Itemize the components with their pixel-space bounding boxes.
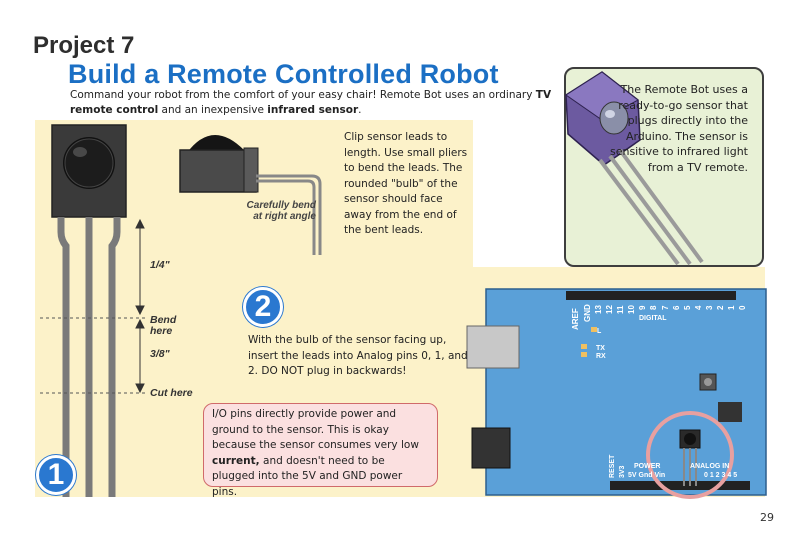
intro-text: Command your robot from the comfort of y… bbox=[70, 88, 560, 118]
label-pin8: 8 bbox=[649, 305, 658, 310]
intro-text-1: Command your robot from the comfort of y… bbox=[70, 89, 536, 101]
label-led-rx: RX bbox=[596, 353, 606, 360]
step-1-badge: 1 bbox=[36, 455, 76, 495]
label-pin1: 1 bbox=[727, 305, 736, 310]
bend-note: Carefully bend at right angle bbox=[246, 200, 316, 222]
arduino-board: AREF GND 13 12 11 10 9 8 7 6 5 4 3 2 1 0… bbox=[466, 288, 767, 499]
label-pin11: 11 bbox=[616, 305, 625, 314]
label-digital: DIGITAL bbox=[639, 315, 667, 322]
label-pin12: 12 bbox=[605, 305, 614, 314]
label-reset: RESET bbox=[609, 454, 616, 478]
label-gnd: GND bbox=[583, 304, 592, 322]
dimension-quarter-inch: 1/4" bbox=[150, 259, 170, 271]
dimension-markers bbox=[40, 218, 148, 394]
intro-bold-remote: TV remote control bbox=[70, 89, 552, 116]
sensor-side-illustration bbox=[179, 134, 322, 255]
clip-note: Clip sensor leads to length. Use small p… bbox=[344, 131, 468, 236]
sensor-3d-illustration bbox=[565, 71, 704, 266]
label-pin2: 2 bbox=[716, 305, 725, 310]
label-pin4: 4 bbox=[694, 305, 703, 310]
label-power-pins: 5V Gnd Vin bbox=[628, 472, 665, 479]
label-pin5: 5 bbox=[683, 305, 692, 310]
io-note-text-2: and doesn't need to be plugged into the … bbox=[212, 454, 403, 498]
dimension-cut-here: Cut here bbox=[150, 387, 193, 399]
dimension-bend-here: Bend here bbox=[150, 314, 177, 337]
label-aref: AREF bbox=[571, 308, 580, 330]
intro-bold-sensor: infrared sensor bbox=[267, 104, 359, 116]
project-label: Project 7 bbox=[33, 32, 135, 59]
label-analog-in: ANALOG IN bbox=[690, 463, 729, 470]
label-pin10: 10 bbox=[627, 305, 636, 314]
insert-note: With the bulb of the sensor facing up, i… bbox=[248, 334, 468, 377]
label-pin0: 0 bbox=[738, 305, 747, 310]
label-led-tx: TX bbox=[596, 345, 605, 352]
io-note-text-1: I/O pins directly provide power and grou… bbox=[212, 408, 419, 451]
label-3v3: 3V3 bbox=[619, 465, 626, 478]
page-number: 29 bbox=[760, 511, 774, 524]
label-analog-pins: 0 1 2 3 4 5 bbox=[704, 472, 737, 479]
intro-text-3: . bbox=[358, 104, 362, 116]
label-pin3: 3 bbox=[705, 305, 714, 310]
intro-text-2: and an inexpensive bbox=[158, 104, 268, 116]
label-led-l: L bbox=[597, 328, 602, 335]
dimension-three-eighths-inch: 3/8" bbox=[150, 348, 170, 360]
label-pin13: 13 bbox=[594, 305, 603, 314]
step-2-badge: 2 bbox=[243, 287, 283, 327]
label-power: POWER bbox=[634, 463, 660, 470]
sensor-front-illustration bbox=[51, 124, 127, 497]
label-pin9: 9 bbox=[638, 305, 647, 310]
io-note: I/O pins directly provide power and grou… bbox=[203, 403, 438, 498]
label-pin6: 6 bbox=[672, 305, 681, 310]
sensor-note: The Remote Bot uses a ready-to-go sensor… bbox=[609, 83, 748, 174]
page-title: Build a Remote Controlled Robot bbox=[68, 59, 499, 89]
io-note-bold-current: current, bbox=[212, 454, 260, 467]
label-pin7: 7 bbox=[661, 305, 670, 310]
